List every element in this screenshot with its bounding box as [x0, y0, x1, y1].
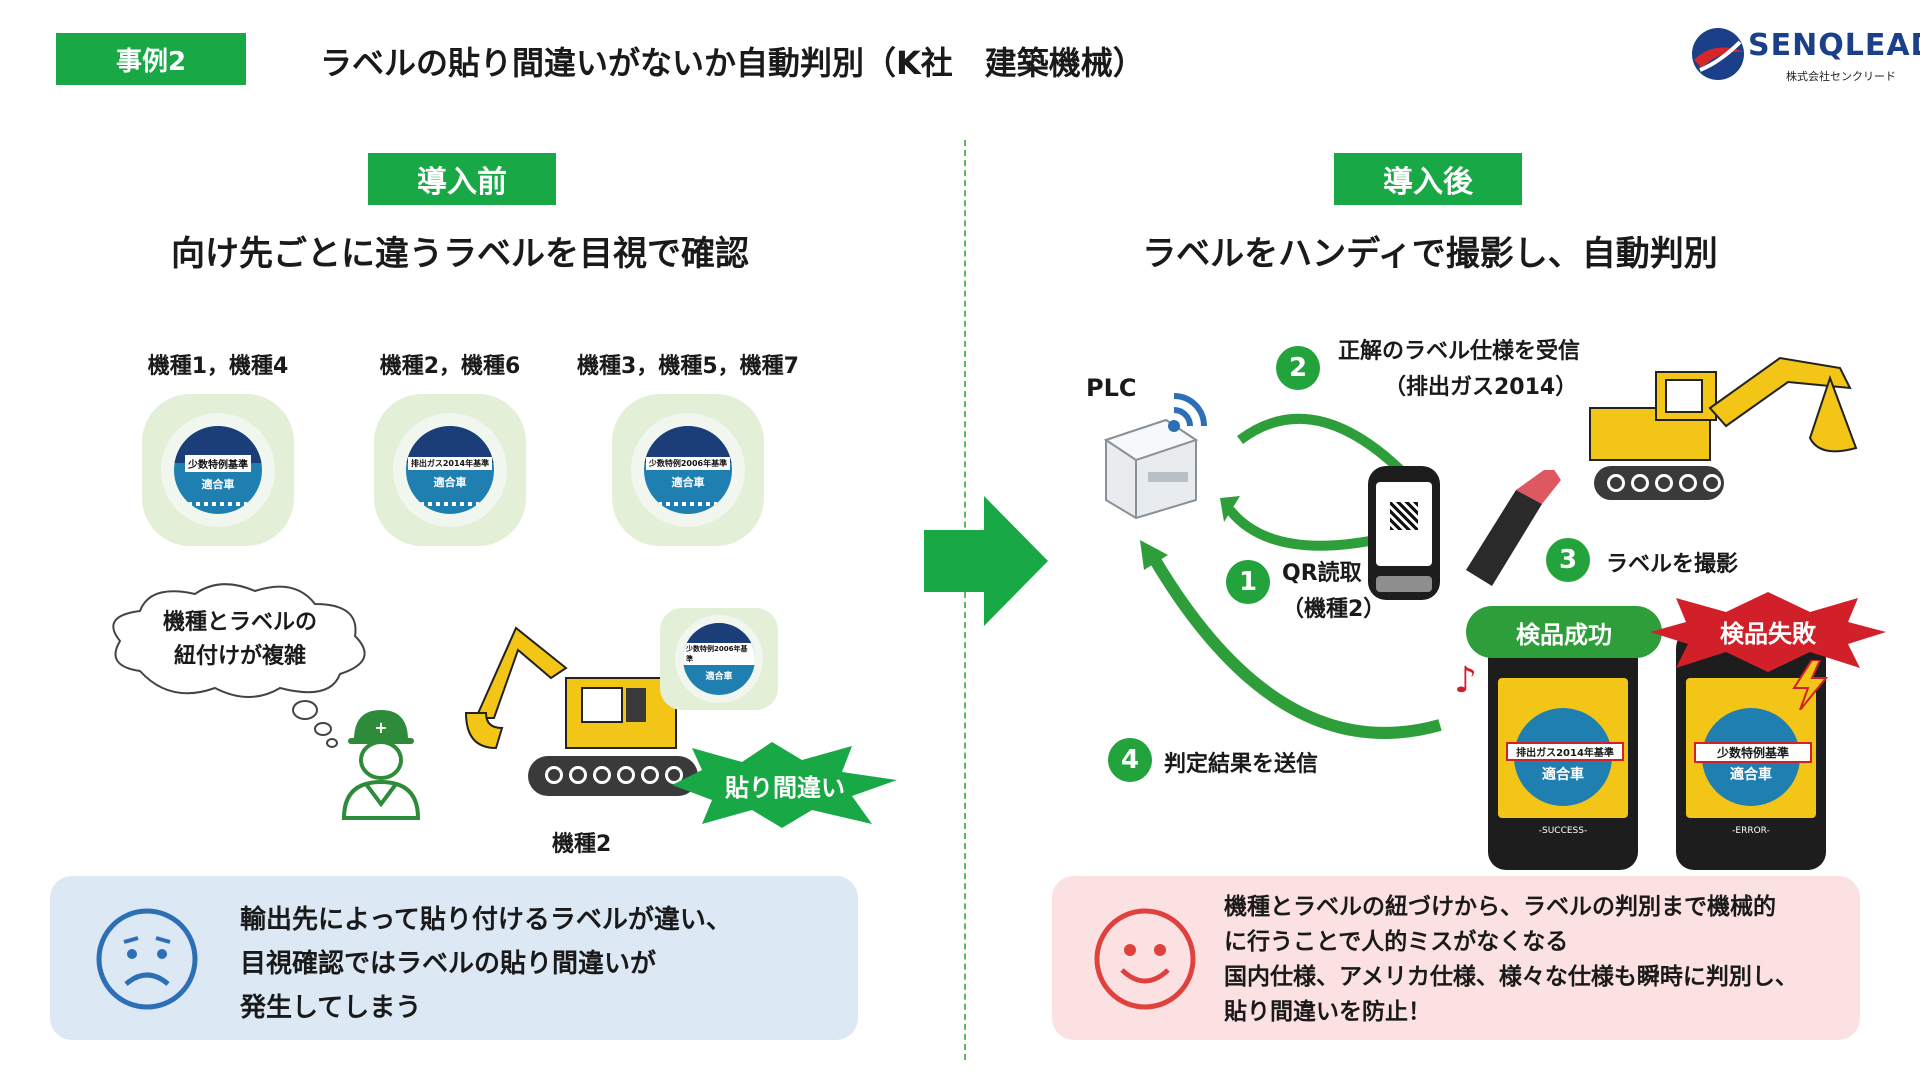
label-group-2: 機種2，機種6 排出ガス2014年基準 適合車 — [360, 348, 540, 546]
wifi-icon — [1160, 380, 1220, 444]
fail-status: -ERROR- — [1732, 826, 1770, 836]
seal-subtext: 適合車 — [433, 475, 467, 489]
fail-label-text: 少数特例基準 — [1694, 742, 1812, 763]
page-title: ラベルの貼り間違いがないか自動判別（K社 建築機械） — [320, 44, 1145, 82]
seal-text: 少数特例基準 — [185, 454, 251, 472]
label-group-caption: 機種3，機種5，機種7 — [577, 354, 799, 379]
before-summary-panel: 輸出先によって貼り付けるラベルが違い、目視確認ではラベルの貼り間違いが発生してし… — [50, 876, 858, 1040]
step-2-number: 2 — [1276, 346, 1320, 390]
seal-text: 少数特例2006年基準 — [683, 642, 755, 665]
step-1-number: 1 — [1226, 560, 1270, 604]
before-tag: 導入前 — [368, 153, 556, 205]
label-group-3: 機種3，機種5，機種7 少数特例2006年基準 適合車 — [568, 348, 808, 546]
fail-badge-burst: 検品失敗 — [1650, 592, 1886, 672]
thought-cloud: 機種とラベルの紐付けが複雑 — [100, 576, 380, 706]
step-3-text: ラベルを撮影 — [1606, 552, 1739, 577]
smile-face-icon — [1092, 906, 1198, 1016]
seal-text: 少数特例2006年基準 — [645, 456, 731, 470]
excavator-after — [1580, 348, 1880, 508]
company-logo: SENQLEAD 株式会社センクリード — [1686, 22, 1920, 88]
wrong-label-text: 貼り間違い — [725, 774, 845, 802]
step-1-text: QR読取（機種2） — [1282, 561, 1386, 622]
step-3-number: 3 — [1546, 538, 1590, 582]
thought-dot — [314, 722, 332, 736]
label-group-caption: 機種1，機種4 — [147, 354, 289, 379]
thought-dot — [292, 700, 318, 720]
success-badge: 検品成功 — [1466, 606, 1662, 658]
center-divider — [964, 140, 966, 1060]
label-seal: 少数特例2006年基準 適合車 — [631, 413, 745, 527]
fail-phone: 少数特例基準 適合車 -ERROR- — [1676, 630, 1826, 870]
logo-subtext: 株式会社センクリード — [1786, 70, 1896, 83]
seal-subtext: 適合車 — [705, 671, 733, 682]
success-label-text: 排出ガス2014年基準 — [1506, 742, 1624, 761]
step-2-text: 正解のラベル仕様を受信 （排出ガス2014） — [1338, 339, 1581, 400]
sad-face-icon — [94, 906, 200, 1016]
label-group-caption: 機種2，機種6 — [379, 354, 521, 379]
label-seal: 排出ガス2014年基準 適合車 — [393, 413, 507, 527]
label-seal: 少数特例基準 適合車 — [161, 413, 275, 527]
seal-subtext: 適合車 — [201, 477, 235, 491]
transition-arrow-icon — [924, 496, 1048, 630]
success-label-subtext: 適合車 — [1542, 767, 1584, 783]
svg-text:+: + — [374, 718, 387, 737]
speech-label: 少数特例2006年基準 適合車 — [660, 608, 778, 710]
step-4-text: 判定結果を送信 — [1164, 752, 1319, 777]
fail-label-subtext: 適合車 — [1730, 767, 1772, 783]
thought-dot — [326, 738, 338, 748]
handheld-scanner — [1368, 466, 1440, 600]
before-heading: 向け先ごとに違うラベルを目視で確認 — [171, 234, 749, 274]
lightning-icon — [1790, 659, 1830, 714]
case-tag: 事例2 — [56, 33, 246, 85]
plc-label: PLC — [1086, 374, 1137, 402]
music-note-icon: ♪ — [1454, 660, 1477, 701]
worker-icon: + — [336, 700, 426, 820]
thought-text: 機種とラベルの紐付けが複雑 — [162, 610, 317, 669]
after-tag: 導入後 — [1334, 153, 1522, 205]
fail-badge-text: 検品失敗 — [1720, 620, 1816, 648]
success-status: -SUCCESS- — [1538, 826, 1588, 836]
label-group-1: 機種1，機種4 少数特例基準 適合車 — [128, 348, 308, 546]
excavator-caption: 機種2 — [552, 832, 612, 857]
seal-text: 排出ガス2014年基準 — [407, 456, 493, 470]
after-summary-panel: 機種とラベルの紐づけから、ラベルの判別まで機械的に行うことで人的ミスがなくなる … — [1052, 876, 1860, 1040]
seal-subtext: 適合車 — [671, 475, 705, 489]
excavator-before — [456, 618, 716, 808]
success-phone: 排出ガス2014年基準 適合車 -SUCCESS- — [1488, 630, 1638, 870]
before-summary-text: 輸出先によって貼り付けるラベルが違い、目視確認ではラベルの貼り間違いが発生してし… — [240, 905, 732, 1023]
after-heading: ラベルをハンディで撮影し、自動判別 — [1142, 234, 1718, 274]
scanner-device — [1456, 465, 1576, 594]
step-4-number: 4 — [1108, 738, 1152, 782]
logo-text: SENQLEAD — [1748, 28, 1920, 63]
wrong-label-burst: 貼り間違い — [662, 740, 902, 830]
after-summary-text: 機種とラベルの紐づけから、ラベルの判別まで機械的に行うことで人的ミスがなくなる … — [1224, 894, 1798, 1025]
